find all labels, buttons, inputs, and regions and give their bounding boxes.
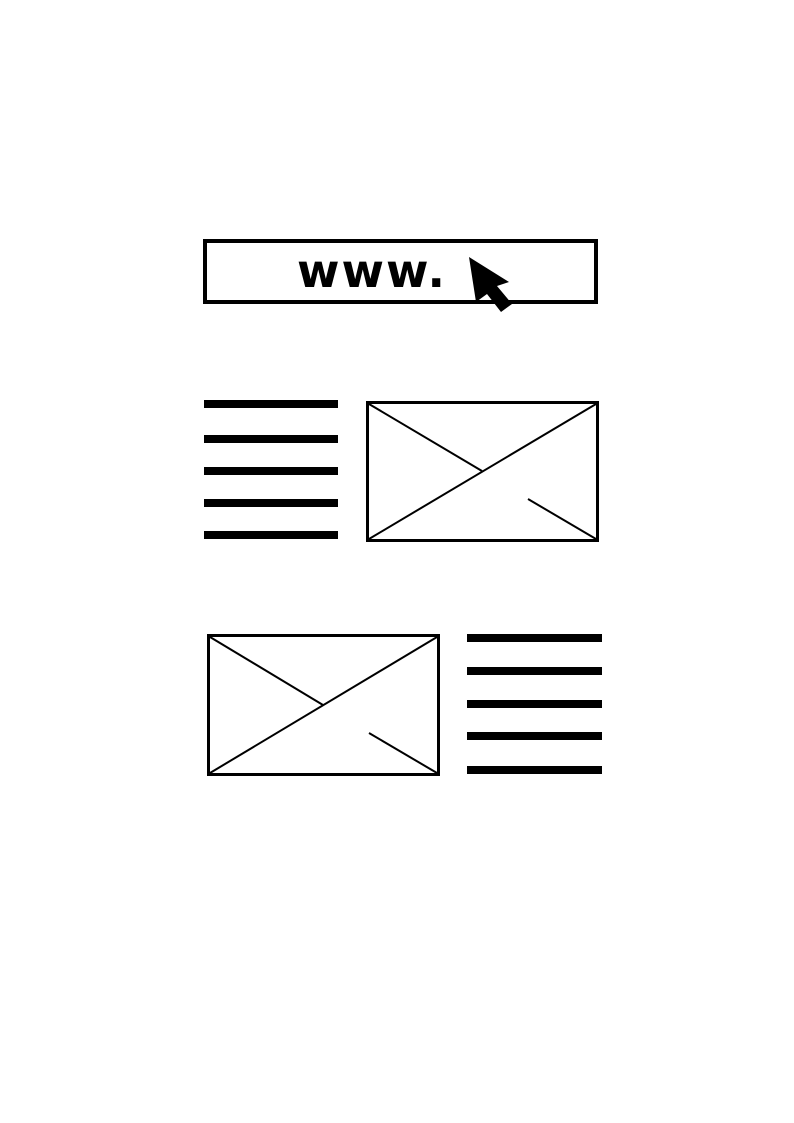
text-line: [204, 400, 338, 408]
mouse-pointer-icon: [469, 257, 512, 312]
image-placeholder-icon: [366, 401, 599, 542]
address-bar[interactable]: www.: [203, 239, 598, 312]
text-line: [467, 700, 602, 708]
image-placeholder-icon: [207, 634, 440, 776]
text-lines-icon: [467, 634, 602, 776]
text-line: [204, 531, 338, 539]
text-line: [467, 766, 602, 774]
text-line: [204, 499, 338, 507]
text-line: [467, 667, 602, 675]
text-line: [467, 634, 602, 642]
text-line: [467, 732, 602, 740]
address-bar-text: www.: [297, 244, 448, 298]
text-line: [204, 435, 338, 443]
text-line: [204, 467, 338, 475]
text-lines-icon: [204, 400, 338, 544]
